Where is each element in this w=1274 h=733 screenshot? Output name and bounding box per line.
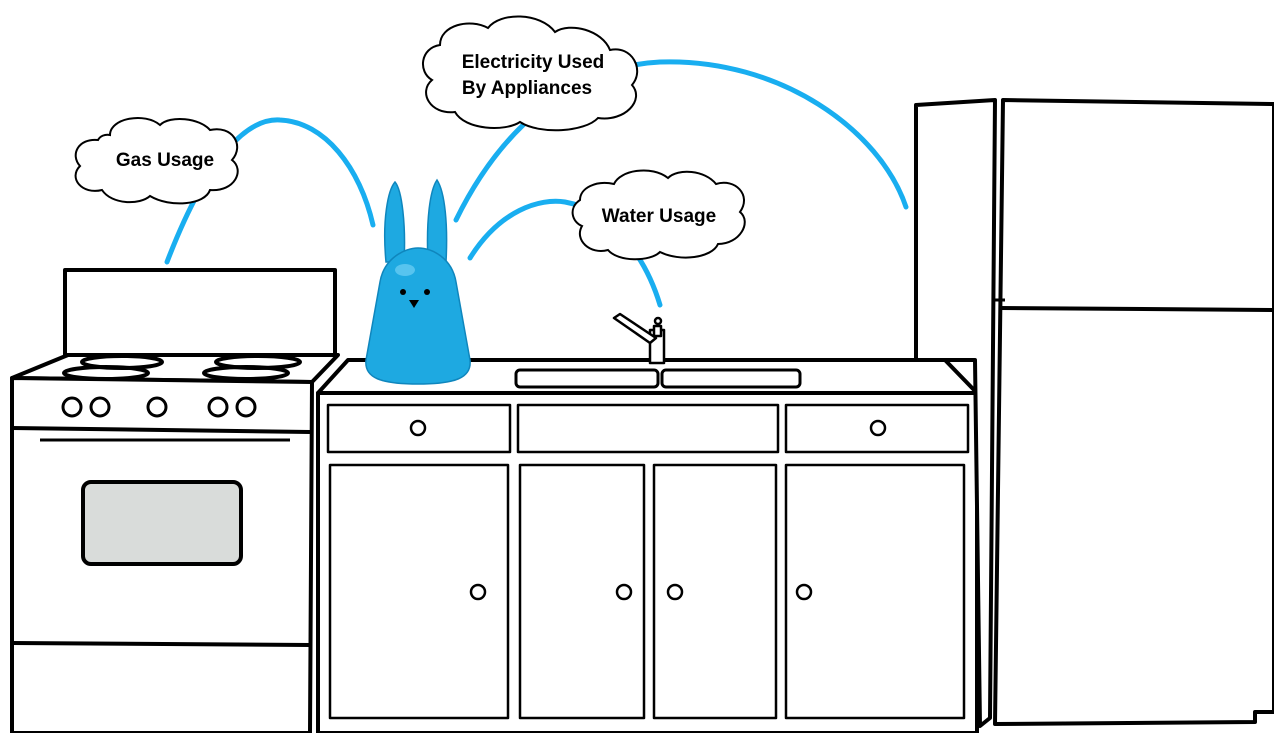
rabbit-ear-left [385,182,405,262]
fridge-door-divider [1000,308,1274,310]
rabbit-eye-right [424,289,430,295]
stove [12,270,338,733]
oven-window [83,482,241,564]
sink [516,370,800,387]
water-usage-label: Water Usage [602,206,716,227]
rabbit-body [366,248,470,384]
rabbit-device [366,180,470,384]
electricity-label-line1: Electricity Used [462,52,605,73]
cabinet-base [318,393,977,733]
electricity-label-line2: By Appliances [462,78,592,99]
cabinets [318,360,977,733]
stove-backsplash [65,270,335,355]
electricity-cloud: Electricity Used By Appliances [423,16,637,130]
water-usage-cloud: Water Usage [573,170,745,259]
gas-usage-cloud: Gas Usage [76,118,238,203]
gas-usage-label: Gas Usage [116,150,214,171]
fridge-front [995,100,1274,724]
rabbit-eye-left [400,289,406,295]
faucet [614,314,664,363]
